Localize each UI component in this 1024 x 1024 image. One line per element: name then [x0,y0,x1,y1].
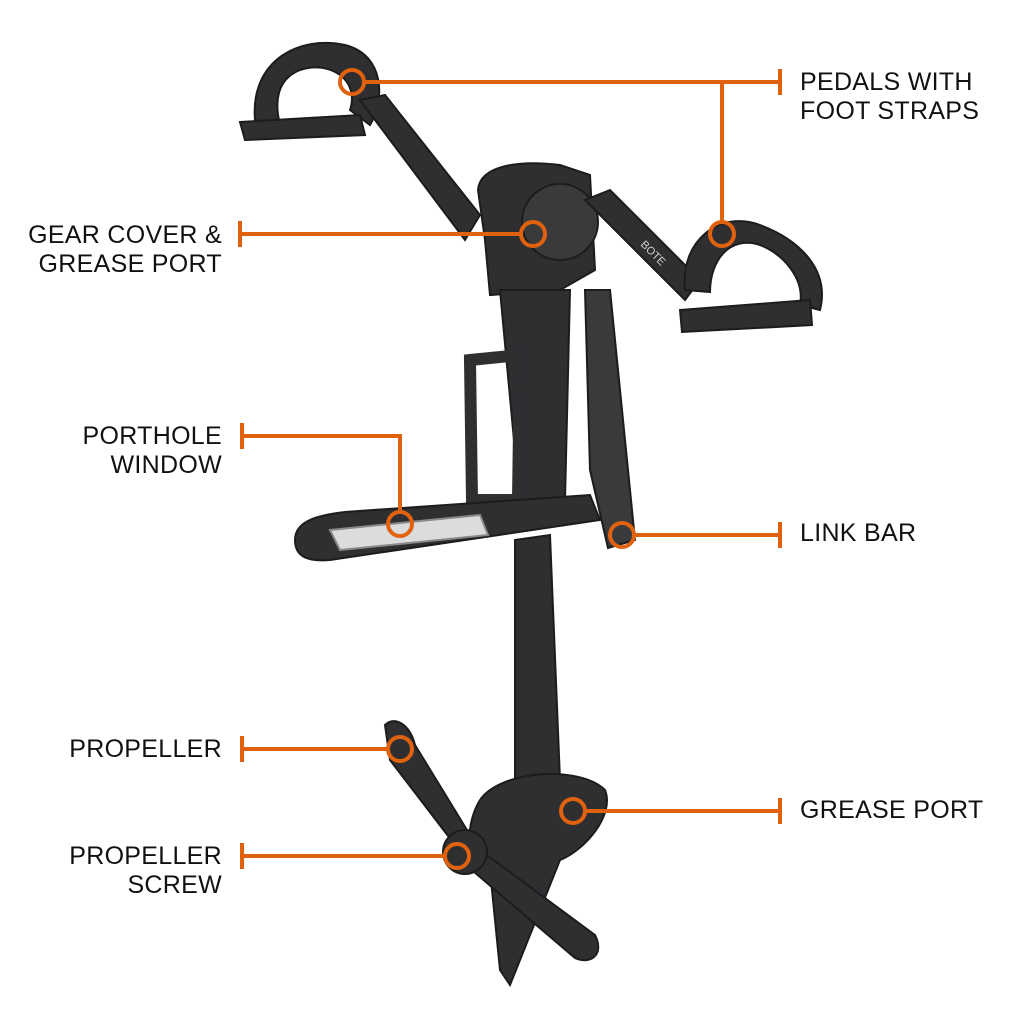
label-line: GREASE PORT [38,250,222,278]
callout-pedals [338,68,782,248]
label-link-bar: LINK BAR [800,519,916,548]
label-line: GREASE PORT [800,796,984,824]
label-line: SCREW [127,871,222,899]
mast [498,289,572,507]
label-gear-cover: GEAR COVER &GREASE PORT [28,221,222,279]
callout-propeller-screw [240,842,471,870]
label-line: PORTHOLE [82,422,222,450]
callout-gear-cover [238,220,547,248]
label-line: PROPELLER [69,842,222,870]
label-line: PROPELLER [69,735,222,763]
link-bar [583,289,637,550]
callout-propeller [240,735,414,763]
callout-porthole [240,423,414,538]
label-line: WINDOW [110,451,222,479]
left-foot-strap [253,41,381,127]
right-pedal [678,298,814,334]
left-pedal [238,113,367,142]
label-grease-port: GREASE PORT [800,796,983,825]
label-propeller: PROPELLER [69,735,222,764]
label-line: GEAR COVER & [28,221,222,249]
propeller-hub [442,829,488,875]
lower-shaft [514,533,562,787]
propeller-blade-top [383,720,472,847]
label-line: FOOT STRAPS [800,97,980,125]
label-line: PEDALS WITH [800,68,973,96]
callout-grease-port [559,797,782,825]
label-line: LINK BAR [800,519,917,547]
right-foot-strap [683,220,823,312]
propeller-blade-bottom [458,848,600,962]
callout-link-bar [608,521,782,549]
left-crank-arm [358,93,482,242]
